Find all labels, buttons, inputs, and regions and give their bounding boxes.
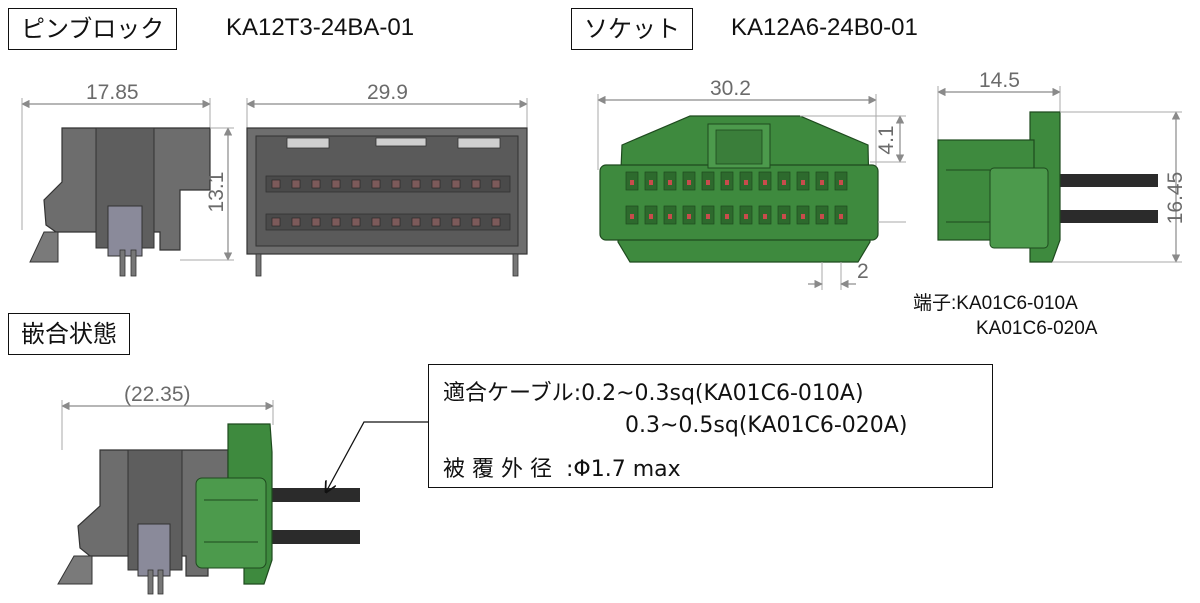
terminal-label: 端子:	[913, 293, 957, 314]
mated-label-box: 嵌合状態	[8, 313, 130, 355]
dim-socket-width: 30.2	[710, 77, 751, 100]
dim-mated-length: (22.35)	[124, 383, 191, 406]
terminal-part-1: KA01C6-010A	[956, 293, 1078, 314]
socket-front-view	[597, 94, 906, 290]
spec-cable-value-1: :0.2~0.3sq(KA01C6-010A)	[573, 381, 864, 406]
pin-block-part-number: KA12T3-24BA-01	[226, 14, 415, 41]
dim-socket-side-height: 16.45	[1164, 171, 1187, 225]
socket-part-number: KA12A6-24B0-01	[731, 14, 918, 41]
terminal-part-2: KA01C6-020A	[976, 318, 1098, 339]
socket-side-view	[937, 86, 1182, 263]
terminal-line-1: 端子:KA01C6-010A	[913, 288, 1078, 315]
pin-block-front-view	[246, 98, 528, 277]
pin-block-side-view	[21, 98, 234, 277]
dim-socket-pitch: 2	[857, 260, 869, 283]
socket-label: ソケット	[584, 15, 680, 43]
dim-pin-front-width: 29.9	[367, 81, 408, 104]
mated-label: 嵌合状態	[21, 320, 117, 348]
socket-label-box: ソケット	[571, 8, 693, 50]
dim-socket-side-width: 14.5	[979, 69, 1020, 92]
dim-pin-side-width: 17.85	[86, 81, 139, 104]
spec-cable-row-1: 適合ケーブル:0.2~0.3sq(KA01C6-010A)	[443, 375, 864, 407]
spec-box: 適合ケーブル:0.2~0.3sq(KA01C6-010A) 0.3~0.5sq(…	[428, 364, 993, 488]
spec-jacket-label: 被 覆 外 径	[443, 457, 552, 482]
spec-cable-label: 適合ケーブル	[443, 381, 574, 406]
spec-cable-value-2: 0.3~0.5sq(KA01C6-020A)	[625, 413, 908, 438]
pin-block-label-box: ピンブロック	[8, 8, 178, 50]
spec-jacket-value: :Φ1.7 max	[565, 457, 681, 482]
spec-leader-arrow	[326, 421, 428, 492]
dim-pin-height: 13.1	[205, 171, 228, 213]
dim-socket-upper: 4.1	[875, 125, 898, 155]
pin-block-label: ピンブロック	[21, 15, 165, 43]
mated-state-view	[57, 400, 360, 595]
spec-jacket-row: 被 覆 外 径 :Φ1.7 max	[443, 451, 681, 483]
